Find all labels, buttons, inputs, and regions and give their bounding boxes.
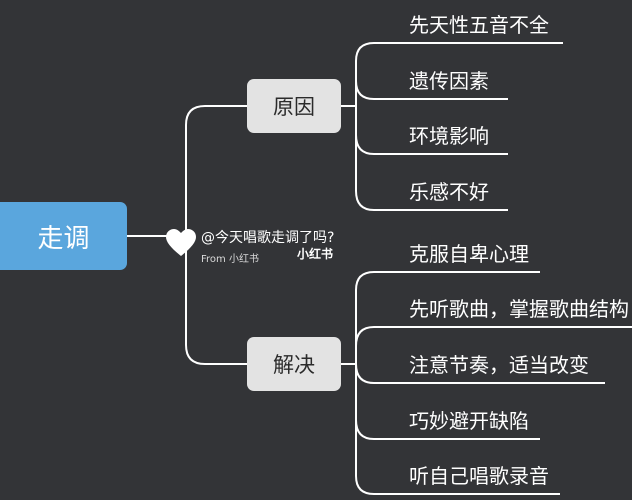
branch-node-causes[interactable]: 原因 — [247, 79, 341, 133]
leaf-node[interactable]: 环境影响 — [409, 124, 489, 148]
root-node[interactable]: 走调 — [0, 202, 127, 270]
watermark-logo: 小红书 — [297, 247, 334, 261]
leaf-node[interactable]: 巧妙避开缺陷 — [409, 409, 529, 433]
watermark-title: @今天唱歌走调了吗? — [201, 230, 335, 246]
heart-icon — [166, 229, 196, 256]
leaf-node[interactable]: 克服自卑心理 — [409, 242, 529, 266]
leaf-node[interactable]: 遗传因素 — [409, 69, 489, 93]
leaf-node[interactable]: 听自己唱歌录音 — [409, 464, 549, 488]
watermark-source: From 小红书 — [201, 254, 259, 265]
leaf-node[interactable]: 先听歌曲，掌握歌曲结构 — [409, 297, 629, 321]
branch-node-solutions[interactable]: 解决 — [247, 337, 341, 391]
leaf-node[interactable]: 注意节奏，适当改变 — [409, 353, 589, 377]
leaf-node[interactable]: 先天性五音不全 — [409, 13, 549, 37]
leaf-node[interactable]: 乐感不好 — [409, 180, 489, 204]
